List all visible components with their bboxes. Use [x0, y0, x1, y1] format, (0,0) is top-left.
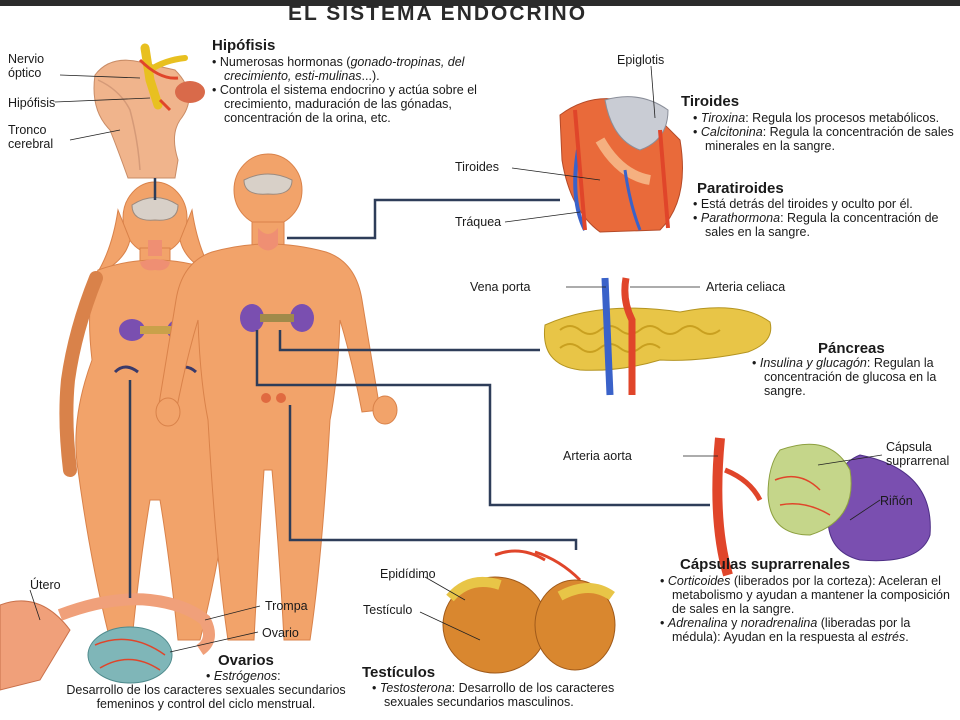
capsulas-b1: (liberados por la corteza): Aceleran el … [672, 574, 950, 616]
testicles-inset-illustration [442, 549, 616, 674]
label-nervio-optico: Nervio óptico [8, 52, 44, 80]
label-tronco-line-1: Tronco [8, 123, 47, 137]
heading-pancreas: Páncreas [818, 340, 885, 357]
label-nervio-line-2: óptico [8, 66, 42, 80]
paratiroides-b2: : Regula la concentración de sales en la… [705, 211, 939, 239]
label-ovario: Ovario [262, 626, 299, 640]
capsulas-b2-mid: y [727, 616, 741, 630]
tiroides-b1: : Regula los procesos metabólicos. [745, 111, 940, 125]
heading-tiroides: Tiroides [681, 93, 740, 110]
label-nervio-line-1: Nervio [8, 52, 45, 66]
testiculos-b1: : Desarrollo de los caracteres sexuales … [384, 681, 615, 709]
label-epiglotis: Epiglotis [617, 53, 665, 67]
text-hipofisis: • Numerosas hormonas (gonado-tropinas, d… [212, 55, 507, 125]
page-title: EL SISTEMA ENDOCRINO [288, 2, 588, 25]
capsulas-b2-italic-1: Adrenalina [667, 616, 728, 630]
bullet-paratiroides-1: • Está detrás del tiroides y oculto por … [693, 197, 913, 211]
tiroides-b2-italic: Calcitonina [700, 125, 763, 139]
capsulas-b2-italic-3: estrés [871, 630, 906, 644]
capsulas-b1-italic: Corticoides [667, 574, 731, 588]
label-trompa: Trompa [265, 599, 308, 613]
label-arteria-celiaca: Arteria celiaca [706, 280, 786, 294]
bullet-paratiroides-2: • Parathormona: Regula la concentración … [693, 211, 939, 239]
bullet-testiculos-1: • Testosterona: Desarrollo de los caract… [372, 681, 615, 709]
capsulas-b2-end: . [905, 630, 909, 644]
heading-capsulas: Cápsulas suprarrenales [680, 556, 851, 573]
title-bar [0, 0, 960, 36]
label-rinon: Riñón [880, 494, 913, 508]
label-tronco-cerebral: Tronco cerebral [8, 123, 53, 151]
ovarios-b1-italic: Estrógenos [213, 669, 278, 683]
bullet-ovarios-1: • Estrógenos: [206, 669, 281, 683]
label-leader-lines [29, 65, 883, 653]
hipofisis-b2: Controla el sistema endocrino y actúa so… [219, 83, 477, 125]
text-capsulas: • Corticoides (liberados por la corteza)… [660, 574, 957, 644]
bullet-hipofisis-1: • Numerosas hormonas (gonado-tropinas, d… [212, 55, 465, 83]
label-utero: Útero [30, 578, 61, 592]
testiculos-b1-italic: Testosterona [379, 681, 452, 695]
thyroid-inset-illustration [559, 96, 683, 233]
label-capsula-line-1: Cápsula [886, 440, 932, 454]
heading-testiculos: Testículos [362, 664, 436, 681]
connector-lines [128, 178, 710, 598]
label-traquea: Tráquea [455, 215, 502, 229]
label-epididimo: Epidídimo [380, 567, 436, 581]
male-organs [240, 173, 314, 403]
bullet-pancreas-1: • Insulina y glucagón: Regulan la concen… [752, 356, 937, 398]
hipofisis-b1-italic: gonado-tropinas, del crecimiento, esti-m… [224, 55, 465, 83]
ovarios-b1: : [277, 669, 281, 683]
bullet-hipofisis-2: • Controla el sistema endocrino y actúa … [212, 83, 477, 125]
label-arteria-aorta: Arteria aorta [563, 449, 632, 463]
bullet-capsulas-1: • Corticoides (liberados por la corteza)… [660, 574, 950, 616]
text-tiroides: • Tiroxina: Regula los procesos metabóli… [693, 111, 955, 153]
text-ovarios-bullet: • Estrógenos: [206, 669, 346, 683]
label-capsula-line-2: suprarrenal [886, 454, 950, 468]
bullet-tiroides-1: • Tiroxina: Regula los procesos metabóli… [693, 111, 940, 125]
heading-paratiroides: Paratiroides [697, 180, 784, 197]
pancreas-b1: : Regulan la concentración de glucosa en… [764, 356, 937, 398]
heading-ovarios: Ovarios [218, 652, 274, 669]
label-tiroides: Tiroides [455, 160, 499, 174]
paratiroides-b2-italic: Parathormona [700, 211, 781, 225]
pancreas-b1-italic: Insulina y glucagón [759, 356, 867, 370]
paratiroides-b1: Está detrás del tiroides y oculto por él… [700, 197, 913, 211]
text-testiculos: • Testosterona: Desarrollo de los caract… [372, 681, 652, 709]
label-vena-porta: Vena porta [470, 280, 531, 294]
ovaries-inset-illustration [0, 593, 215, 691]
capsulas-b2-pre: (liberadas por la médula): Ayudan en la … [672, 616, 911, 644]
text-ovarios: Desarrollo de los caracteres sexuales se… [66, 683, 346, 711]
bullet-capsulas-2: • Adrenalina y noradrenalina (liberadas … [660, 616, 911, 644]
brain-inset-illustration [93, 43, 205, 179]
heading-hipofisis: Hipófisis [212, 37, 276, 54]
label-capsula-suprarrenal: Cápsula suprarrenal [886, 440, 949, 468]
adrenal-inset-illustration [712, 437, 931, 577]
bullet-tiroides-2: • Calcitonina: Regula la concentración d… [693, 125, 954, 153]
label-hipofisis: Hipófisis [8, 96, 56, 110]
tiroides-b1-italic: Tiroxina [700, 111, 746, 125]
pancreas-inset-illustration [543, 277, 772, 396]
text-pancreas: • Insulina y glucagón: Regulan la concen… [752, 356, 952, 398]
label-tronco-line-2: cerebral [8, 137, 54, 151]
tiroides-b2: : Regula la concentración de sales miner… [705, 125, 954, 153]
hipofisis-b1-pre: Numerosas hormonas ( [219, 55, 351, 69]
text-paratiroides: • Está detrás del tiroides y oculto por … [693, 197, 955, 239]
capsulas-b2-italic-2: noradrenalina [740, 616, 818, 630]
label-testiculo: Testículo [363, 603, 413, 617]
female-figure [59, 181, 251, 641]
hipofisis-b1-post: ...). [361, 69, 380, 83]
